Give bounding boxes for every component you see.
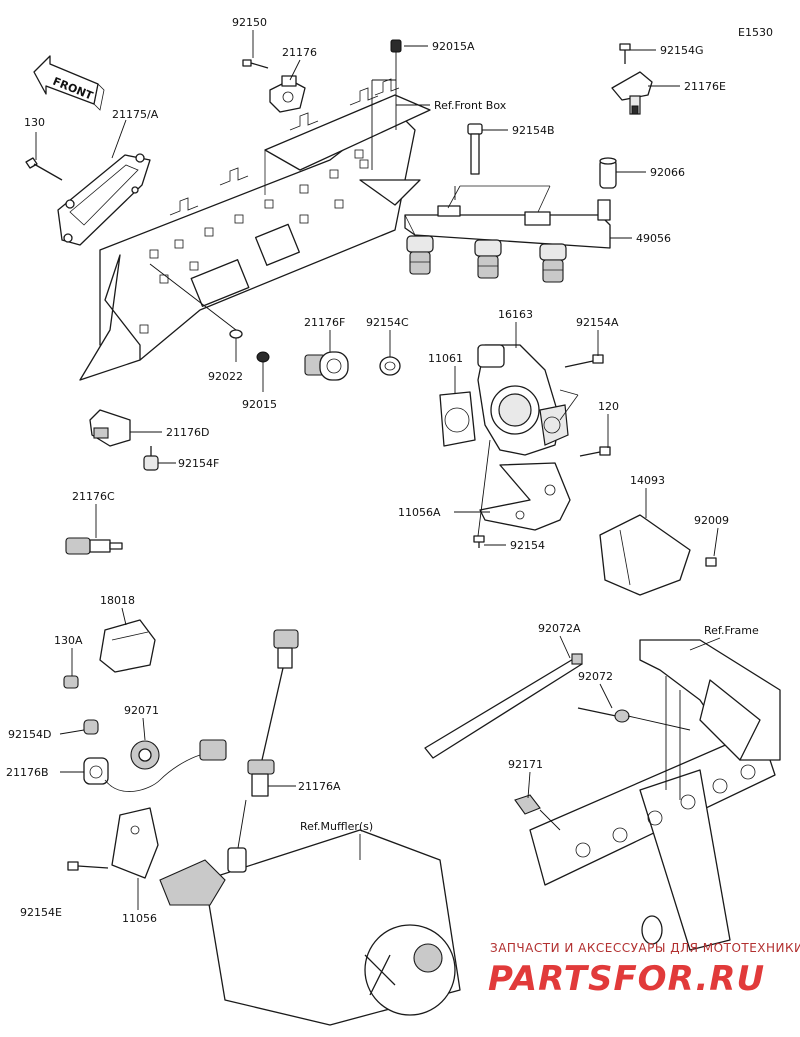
bolt-92154d xyxy=(83,719,99,735)
label-ref-frame: Ref.Frame xyxy=(704,624,759,637)
bolt-92154b xyxy=(467,123,483,175)
sensor-21176d xyxy=(89,409,131,447)
label-92154c: 92154C xyxy=(366,316,409,329)
watermark: ЗАПЧАСТИ И АКСЕССУАРЫ ДЛЯ МОТОТЕХНИКИ PA… xyxy=(488,941,800,999)
gasket-11061 xyxy=(439,391,476,447)
label-92154f: 92154F xyxy=(178,457,219,470)
label-92066: 92066 xyxy=(650,166,685,179)
label-11056: 11056 xyxy=(122,912,157,925)
sensor-21176c xyxy=(65,537,123,555)
nut-92015 xyxy=(256,351,270,363)
sensor-21176e xyxy=(611,71,653,115)
label-21176f: 21176F xyxy=(304,316,345,329)
cap-92066 xyxy=(599,157,617,189)
bolt-130a xyxy=(63,675,79,689)
heat-shield-18018 xyxy=(99,619,156,673)
part-labels: 130 21175/A 92150 21176 92015A Ref.Front… xyxy=(6,16,759,925)
label-92154: 92154 xyxy=(510,539,545,552)
label-92154e: 92154E xyxy=(20,906,62,919)
label-120: 120 xyxy=(598,400,619,413)
injector-2 xyxy=(474,239,502,279)
label-21176d: 21176D xyxy=(166,426,209,439)
frame xyxy=(529,639,781,951)
label-92154d: 92154D xyxy=(8,728,51,741)
screw-92009 xyxy=(705,557,717,567)
bolt-130 xyxy=(25,157,63,181)
sensor-21176f xyxy=(304,351,349,381)
clip-92072 xyxy=(577,707,630,723)
label-130a: 130A xyxy=(54,634,83,647)
sensor-21176 xyxy=(269,75,306,113)
label-11056a: 11056A xyxy=(398,506,441,519)
cover-14093 xyxy=(599,514,691,596)
label-92171: 92171 xyxy=(508,758,543,771)
label-21176c: 21176C xyxy=(72,490,115,503)
label-18018: 18018 xyxy=(100,594,135,607)
label-130: 130 xyxy=(24,116,45,129)
sensor-21176b xyxy=(83,739,227,792)
label-ref-muffler: Ref.Muffler(s) xyxy=(300,820,373,833)
label-92154g: 92154G xyxy=(660,44,704,57)
label-14093: 14093 xyxy=(630,474,665,487)
label-92071: 92071 xyxy=(124,704,159,717)
injector-1 xyxy=(406,235,434,275)
grommet-92071 xyxy=(130,740,160,770)
label-21176: 21176 xyxy=(282,46,317,59)
label-92015a: 92015A xyxy=(432,40,475,53)
label-92072a: 92072A xyxy=(538,622,581,635)
label-92022: 92022 xyxy=(208,370,243,383)
bracket-11056 xyxy=(111,807,159,879)
washer-92154c xyxy=(379,356,401,376)
diagram-code: E1530 xyxy=(738,26,773,39)
bolt-92154a xyxy=(564,354,604,368)
injector-3 xyxy=(539,243,567,283)
front-arrow-icon: FRONT xyxy=(33,55,105,111)
watermark-logo: PARTSFOR.RU xyxy=(488,959,765,999)
label-49056: 49056 xyxy=(636,232,671,245)
ecu-21175a xyxy=(57,153,151,246)
washer-92022 xyxy=(229,329,243,339)
bracket-11056a xyxy=(479,462,571,531)
front-box xyxy=(79,78,431,381)
label-92015: 92015 xyxy=(242,398,277,411)
cable-tie-92072a xyxy=(424,653,583,759)
clip-92015a xyxy=(390,39,402,53)
o2-sensor-21176a xyxy=(247,629,299,797)
label-92150: 92150 xyxy=(232,16,267,29)
watermark-tagline: ЗАПЧАСТИ И АКСЕССУАРЫ ДЛЯ МОТОТЕХНИКИ xyxy=(490,941,800,955)
label-11061: 11061 xyxy=(428,352,463,365)
bolt-92150 xyxy=(242,59,269,69)
screw-92154 xyxy=(473,535,485,548)
label-92154b: 92154B xyxy=(512,124,555,137)
throttle-body-16163 xyxy=(477,344,579,456)
bolt-92154g xyxy=(619,43,631,64)
label-21176b: 21176B xyxy=(6,766,49,779)
label-21176e: 21176E xyxy=(684,80,726,93)
leader-lines xyxy=(35,30,721,910)
clamp-92171 xyxy=(514,794,541,815)
label-ref-front-box: Ref.Front Box xyxy=(434,99,507,112)
muffler xyxy=(159,829,461,1026)
label-21175a: 21175/A xyxy=(112,108,159,121)
label-92072: 92072 xyxy=(578,670,613,683)
label-92154a: 92154A xyxy=(576,316,619,329)
label-16163: 16163 xyxy=(498,308,533,321)
bolt-92154f xyxy=(143,446,159,471)
bolt-92154e xyxy=(67,861,109,871)
bolt-120 xyxy=(579,446,611,457)
label-21176a: 21176A xyxy=(298,780,341,793)
fuel-rail-49056 xyxy=(404,185,611,249)
label-92009: 92009 xyxy=(694,514,729,527)
